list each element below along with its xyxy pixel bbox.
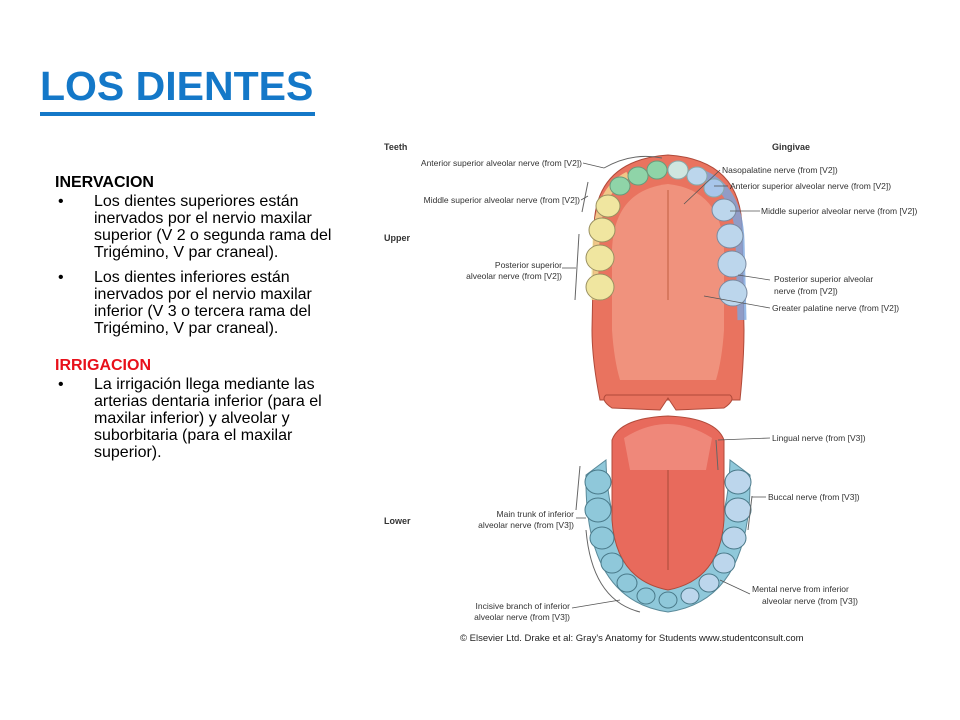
label-incisive-branch-1: Incisive branch of inferior: [476, 601, 571, 611]
copyright-credit: © Elsevier Ltd. Drake et al: Gray's Anat…: [460, 633, 804, 644]
label-mental-2: alveolar nerve (from [V3]): [762, 596, 858, 606]
label-middle-superior-alveolar-right: Middle superior alveolar nerve (from [V2…: [761, 206, 918, 216]
label-nasopalatine: Nasopalatine nerve (from [V2]): [722, 165, 838, 175]
bullet-marker: •: [58, 376, 64, 393]
label-lingual: Lingual nerve (from [V3]): [772, 433, 866, 443]
bullet-text: Los dientes superiores están inervados p…: [94, 193, 332, 261]
label-middle-superior-alveolar-left: Middle superior alveolar nerve (from [V2…: [424, 195, 581, 205]
label-posterior-superior-alveolar-right-1: Posterior superior alveolar: [774, 274, 873, 284]
lower-row-label: Lower: [384, 516, 411, 526]
label-buccal: Buccal nerve (from [V3]): [768, 492, 860, 502]
bullet-marker: •: [58, 269, 64, 286]
inervacion-heading: INERVACION: [55, 174, 154, 191]
upper-row-label: Upper: [384, 233, 411, 243]
bullet-item: • Los dientes superiores están inervados…: [55, 193, 345, 261]
bullet-item: • Los dientes inferiores están inervados…: [55, 269, 345, 337]
label-mental-1: Mental nerve from inferior: [752, 584, 849, 594]
nerve-territory-brackets: [574, 155, 753, 613]
label-incisive-branch-2: alveolar nerve (from [V3]): [474, 612, 570, 622]
label-anterior-superior-alveolar-right: Anterior superior alveolar nerve (from […: [730, 181, 891, 191]
bullet-marker: •: [58, 193, 64, 210]
label-main-trunk-2: alveolar nerve (from [V3]): [478, 520, 574, 530]
lower-jaw-illustration: [584, 415, 752, 613]
teeth-column-label: Teeth: [384, 142, 407, 152]
slide-title: LOS DIENTES: [40, 62, 316, 116]
label-posterior-superior-alveolar-left-1: Posterior superior: [495, 260, 562, 270]
label-greater-palatine: Greater palatine nerve (from [V2]): [772, 303, 899, 313]
gingivae-column-label: Gingivae: [772, 142, 810, 152]
bullet-text: Los dientes inferiores están inervados p…: [94, 269, 312, 337]
text-column: INERVACION • Los dientes superiores está…: [55, 174, 345, 469]
leader-lines: [562, 162, 771, 609]
label-main-trunk-1: Main trunk of inferior: [497, 509, 575, 519]
bullet-item: • La irrigación llega mediante las arter…: [55, 376, 345, 461]
upper-jaw-illustration: [585, 154, 748, 411]
irrigacion-heading: IRRIGACION: [55, 357, 151, 374]
label-posterior-superior-alveolar-left-2: alveolar nerve (from [V2]): [466, 271, 562, 281]
label-anterior-superior-alveolar-left: Anterior superior alveolar nerve (from […: [421, 158, 582, 168]
bullet-text: La irrigación llega mediante las arteria…: [94, 376, 322, 461]
label-posterior-superior-alveolar-right-2: nerve (from [V2]): [774, 286, 838, 296]
